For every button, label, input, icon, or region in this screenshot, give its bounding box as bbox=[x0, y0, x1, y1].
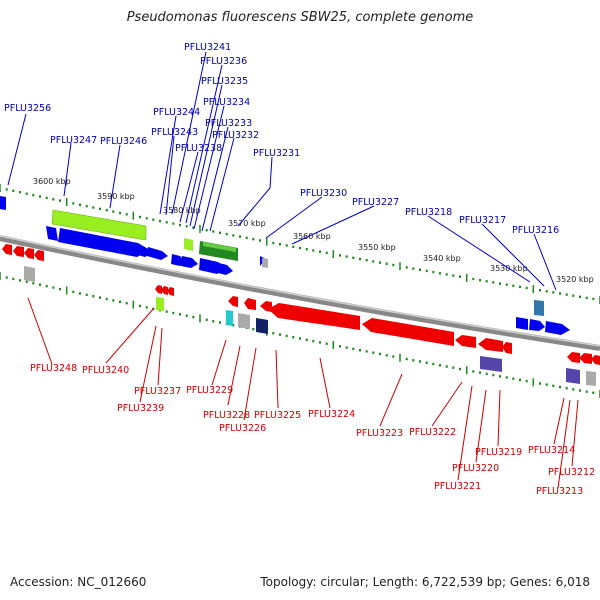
gene-label: PFLU3228 bbox=[203, 410, 250, 421]
gene-label: PFLU3236 bbox=[200, 56, 247, 67]
gene-label: PFLU3232 bbox=[212, 130, 259, 141]
gene-arrow bbox=[268, 303, 360, 330]
gene-label: PFLU3239 bbox=[117, 403, 164, 414]
gene-arrow bbox=[516, 317, 528, 330]
gene-label: PFLU3219 bbox=[475, 447, 522, 458]
gene-label: PFLU3234 bbox=[203, 97, 250, 108]
gene-label: PFLU3217 bbox=[459, 215, 506, 226]
gene-arrow bbox=[181, 256, 198, 268]
gene-label: PFLU3227 bbox=[352, 197, 399, 208]
gene-arrow bbox=[58, 228, 150, 257]
gene-label: PFLU3247 bbox=[50, 135, 97, 146]
reverse-genes bbox=[2, 244, 600, 365]
gene-label: PFLU3231 bbox=[253, 148, 300, 159]
feature-box bbox=[534, 300, 544, 316]
gene-arrow bbox=[24, 248, 34, 259]
kbp-label: 3560 kbp bbox=[293, 232, 331, 241]
gene-arrow bbox=[0, 196, 6, 210]
gene-arrow bbox=[154, 249, 168, 260]
gene-label: PFLU3214 bbox=[528, 445, 575, 456]
gene-label: PFLU3226 bbox=[219, 423, 266, 434]
gene-arrow bbox=[478, 338, 503, 352]
gene-label: PFLU3256 bbox=[4, 103, 51, 114]
gene-label: PFLU3220 bbox=[452, 463, 499, 474]
genome-backbone bbox=[0, 235, 600, 351]
gene-label: PFLU3235 bbox=[201, 76, 248, 87]
gene-arrow bbox=[155, 285, 162, 294]
gene-arrow bbox=[218, 263, 233, 275]
kbp-label: 3540 kbp bbox=[423, 254, 461, 263]
feature-box bbox=[156, 297, 164, 311]
gene-arrow bbox=[167, 287, 174, 296]
gene-arrow bbox=[161, 286, 168, 295]
gene-label: PFLU3222 bbox=[409, 427, 456, 438]
reverse-features bbox=[24, 266, 596, 386]
gene-label: PFLU3230 bbox=[300, 188, 347, 199]
gene-arrow bbox=[2, 244, 12, 255]
gene-label: PFLU3224 bbox=[308, 409, 355, 420]
feature-box bbox=[184, 238, 193, 251]
gene-label: PFLU3238 bbox=[175, 143, 222, 154]
gene-label: PFLU3241 bbox=[184, 42, 231, 53]
gene-label: PFLU3223 bbox=[356, 428, 403, 439]
gene-label: PFLU3246 bbox=[100, 136, 147, 147]
gene-label: PFLU3237 bbox=[134, 386, 181, 397]
forward-scale-ticks bbox=[0, 184, 600, 304]
gene-label: PFLU3233 bbox=[205, 118, 252, 129]
gene-label: PFLU3216 bbox=[512, 225, 559, 236]
gene-arrow bbox=[579, 353, 592, 364]
gene-arrow bbox=[545, 321, 570, 335]
kbp-label: 3590 kbp bbox=[97, 192, 135, 201]
gene-arrow bbox=[244, 298, 256, 310]
gene-arrow bbox=[13, 246, 24, 257]
kbp-label: 3550 kbp bbox=[358, 243, 396, 252]
gene-label: PFLU3221 bbox=[434, 481, 481, 492]
gene-label: PFLU3248 bbox=[30, 363, 77, 374]
feature-box bbox=[262, 258, 268, 268]
gene-label: PFLU3225 bbox=[254, 410, 301, 421]
gene-label: PFLU3218 bbox=[405, 207, 452, 218]
gene-label: PFLU3244 bbox=[153, 107, 200, 118]
feature-box bbox=[203, 242, 236, 252]
gene-arrow bbox=[34, 250, 44, 261]
forward-leader-lines bbox=[7, 51, 557, 291]
feature-box bbox=[586, 371, 596, 386]
gene-arrow bbox=[362, 318, 454, 346]
reverse-labels: PFLU3248 PFLU3240 PFLU3237 PFLU3239 PFLU… bbox=[30, 363, 595, 497]
gene-label: PFLU3240 bbox=[82, 365, 129, 376]
feature-box bbox=[226, 310, 233, 326]
feature-box bbox=[51, 209, 147, 241]
forward-labels: PFLU3256 PFLU3247 PFLU3246 PFLU3241 PFLU… bbox=[4, 42, 559, 236]
gene-arrow bbox=[591, 355, 600, 365]
gene-arrow bbox=[455, 335, 476, 348]
gene-label: PFLU3243 bbox=[151, 127, 198, 138]
kbp-label: 3600 kbp bbox=[33, 177, 71, 186]
reverse-scale-ticks bbox=[0, 272, 600, 398]
map-title: Pseudomonas fluorescens SBW25, complete … bbox=[126, 10, 474, 25]
feature-box bbox=[566, 368, 580, 384]
gene-arrow bbox=[228, 296, 238, 307]
gene-arrow bbox=[46, 226, 58, 241]
feature-box bbox=[480, 356, 502, 372]
gene-label: PFLU3212 bbox=[548, 467, 595, 478]
gene-label: PFLU3213 bbox=[536, 486, 583, 497]
gene-arrow bbox=[529, 319, 545, 331]
feature-box bbox=[256, 318, 268, 334]
gene-arrow bbox=[567, 352, 580, 363]
kbp-label: 3520 kbp bbox=[556, 275, 594, 284]
kbp-label: 3580 kbp bbox=[163, 206, 201, 215]
forward-features bbox=[51, 209, 544, 316]
genome-summary-text: Topology: circular; Length: 6,722,539 bp… bbox=[260, 575, 590, 589]
gene-arrow bbox=[502, 342, 512, 354]
gene-label: PFLU3229 bbox=[186, 385, 233, 396]
feature-box bbox=[238, 313, 250, 329]
reverse-leader-lines bbox=[27, 297, 579, 489]
kbp-label: 3570 kbp bbox=[228, 219, 266, 228]
accession-text: Accession: NC_012660 bbox=[10, 575, 147, 589]
feature-box bbox=[24, 266, 35, 282]
